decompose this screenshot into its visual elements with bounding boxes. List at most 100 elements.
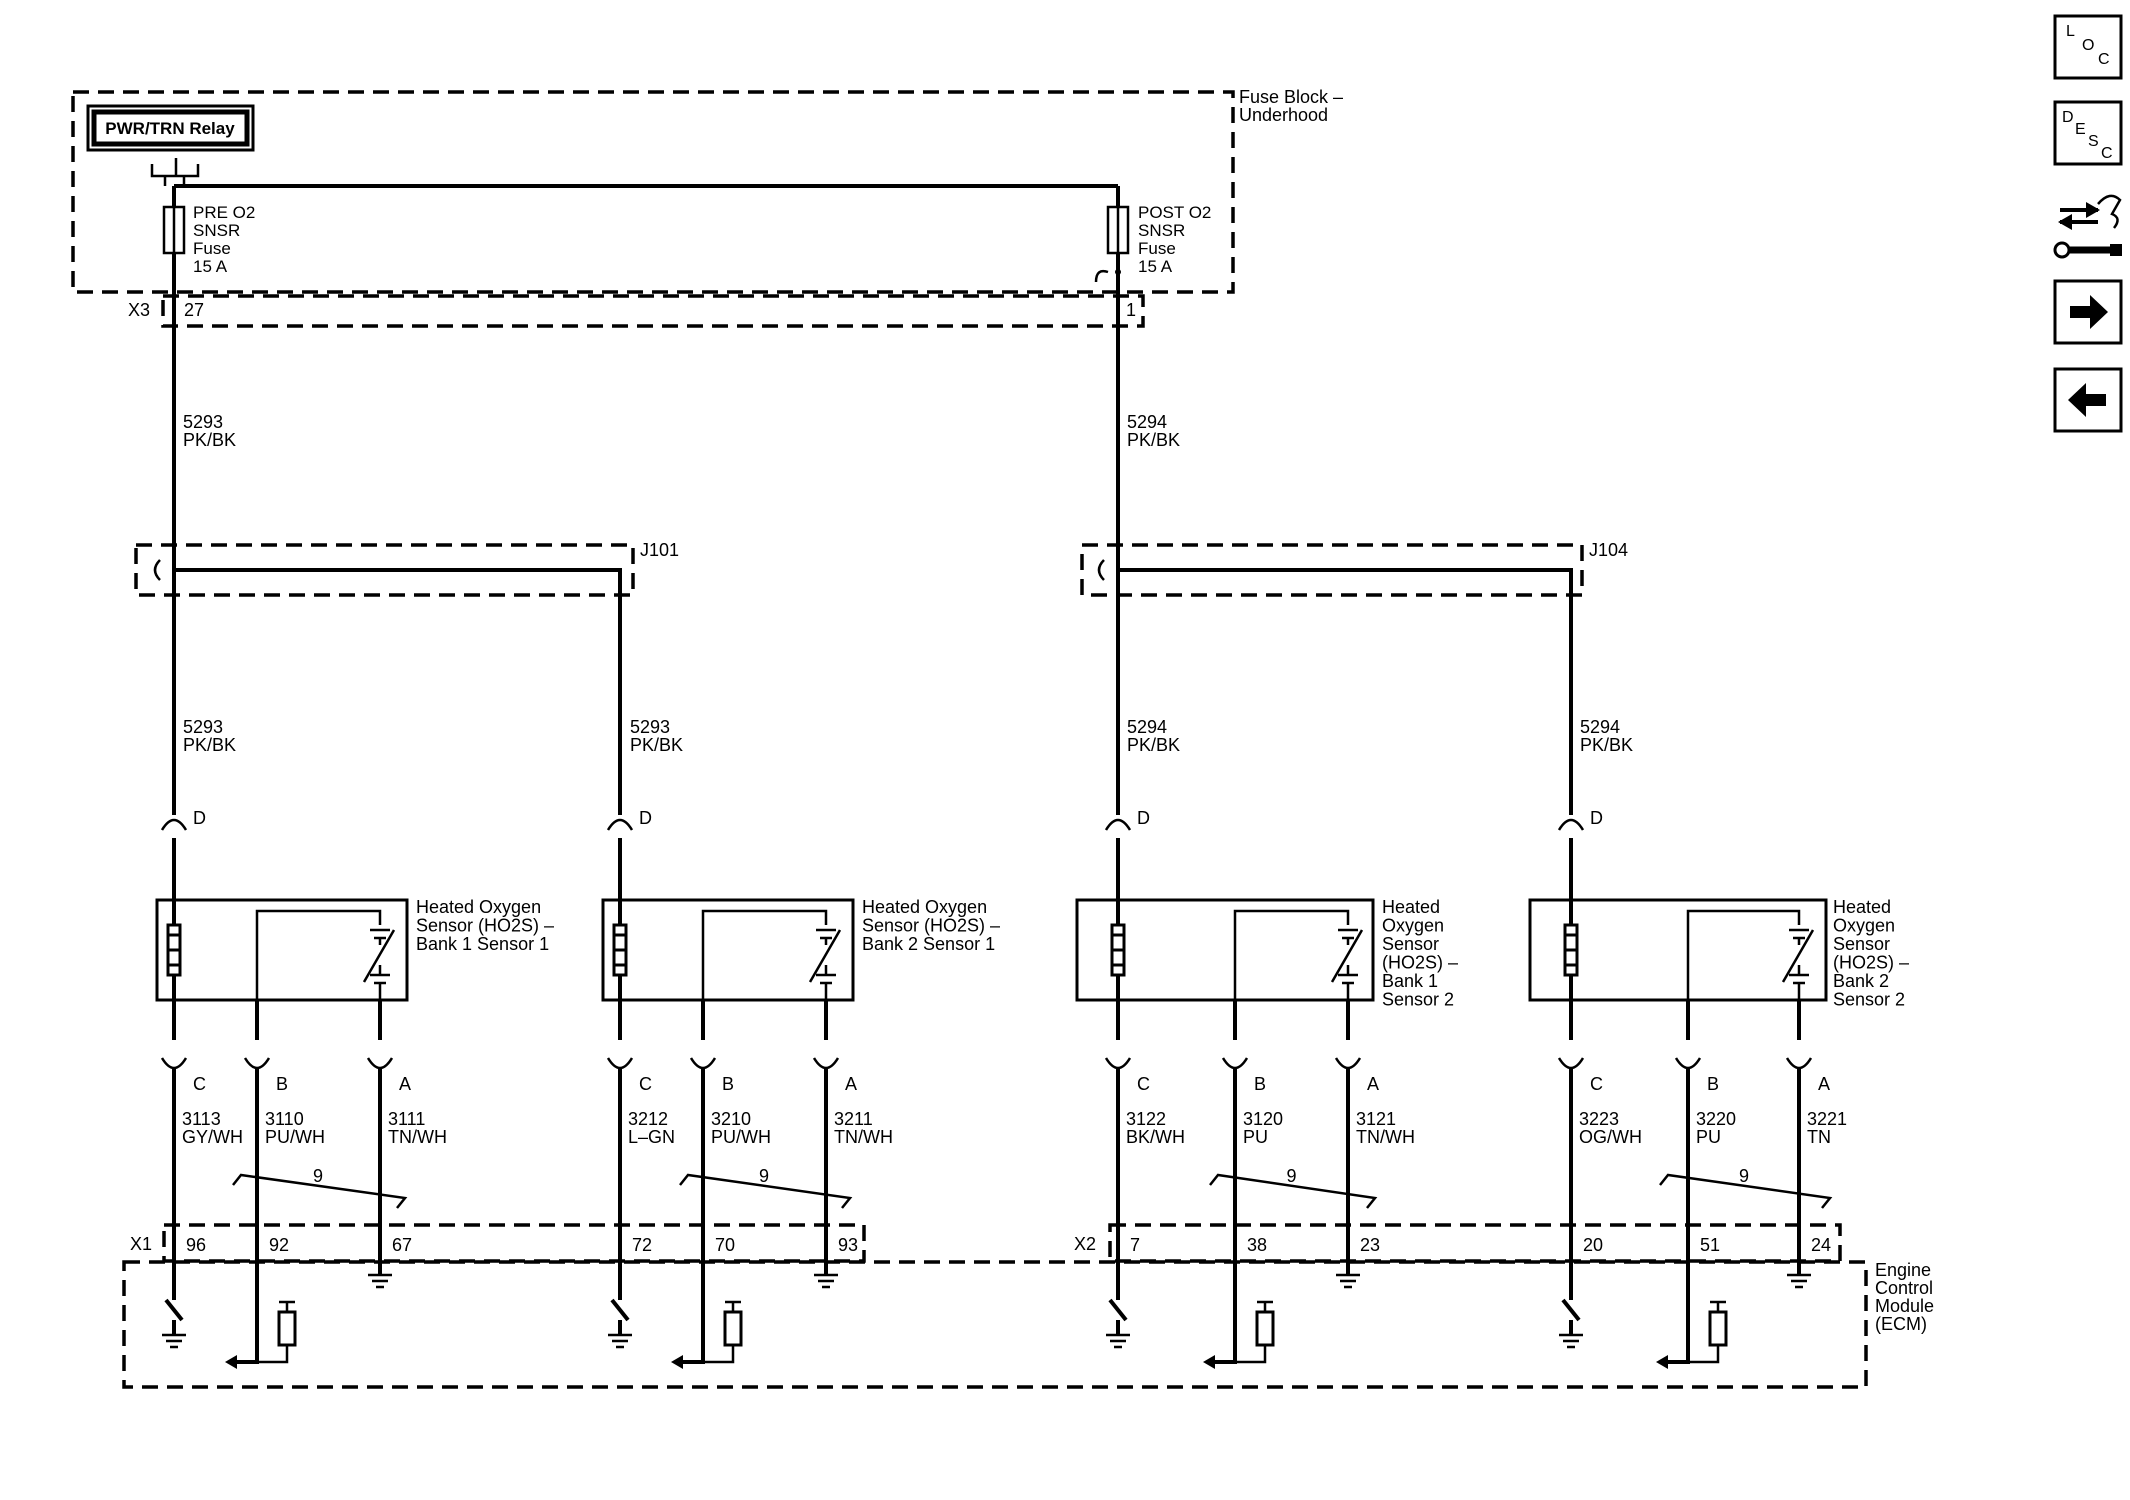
desc-letter-3: S <box>2088 133 2099 150</box>
ecm-signal-line <box>1215 1240 1237 1364</box>
wire-color: BK/WH <box>1126 1127 1185 1147</box>
wire-color: PU <box>1243 1127 1268 1147</box>
wire-circuit: 3121 <box>1356 1109 1396 1129</box>
fuse2-line-2: SNSR <box>1138 221 1185 240</box>
ecm-pin-number: 20 <box>1583 1235 1603 1255</box>
ecm-name-3: Module <box>1875 1296 1934 1316</box>
arrow-icon <box>225 1355 237 1369</box>
wire-circuit: 3223 <box>1579 1109 1619 1129</box>
twisted-pair-marker <box>679 1173 853 1209</box>
ground-icon <box>814 1273 838 1289</box>
arrow-right-icon[interactable] <box>2053 279 2123 345</box>
pin-connector <box>243 1057 271 1070</box>
sensor-name-line: Sensor <box>1833 934 1890 954</box>
ecm-pin-number: 93 <box>838 1235 858 1255</box>
fuse-block-title-2: Underhood <box>1239 105 1328 125</box>
ecm-pin-number: 51 <box>1700 1235 1720 1255</box>
feed-1-circuit: 5293 <box>183 717 223 737</box>
wire-color: TN/WH <box>388 1127 447 1147</box>
twisted-pair-marker <box>232 1173 408 1209</box>
wire-5294-circuit: 5294 <box>1127 412 1167 432</box>
pin-connector <box>1674 1057 1702 1070</box>
sensor-name-line: Bank 1 Sensor 1 <box>416 934 549 954</box>
twist-count: 9 <box>1287 1166 1297 1186</box>
fuse1-line-2: SNSR <box>193 221 240 240</box>
sensor1-pin-d: D <box>193 808 206 828</box>
sensor-box <box>601 898 855 1002</box>
wire-circuit: 3122 <box>1126 1109 1166 1129</box>
ecm-signal-line <box>683 1240 705 1364</box>
sensor-name-line: Heated <box>1382 897 1440 917</box>
loc-letter-2: O <box>2082 37 2094 54</box>
ecm-pin-number: 92 <box>269 1235 289 1255</box>
sensor-name-line: (HO2S) – <box>1833 953 1909 973</box>
wire-5293-circuit: 5293 <box>183 412 223 432</box>
ecm-pin-number: 23 <box>1360 1235 1380 1255</box>
sensor2-pin-d: D <box>639 808 652 828</box>
pin-letter: C <box>1590 1074 1603 1094</box>
wire-color: L–GN <box>628 1127 675 1147</box>
ground-icon <box>1559 1333 1583 1349</box>
ecm-signal-line <box>237 1240 259 1364</box>
wire-circuit: 3120 <box>1243 1109 1283 1129</box>
ground-icon <box>1106 1333 1130 1349</box>
ecm-switch <box>1561 1240 1581 1335</box>
arrow-left-icon[interactable] <box>2053 367 2123 433</box>
feed-3-color: PK/BK <box>1127 735 1180 755</box>
feed-2-color: PK/BK <box>630 735 683 755</box>
arrow-icon <box>1203 1355 1215 1369</box>
twisted-pair-marker <box>1659 1173 1833 1209</box>
splice-j104-label: J104 <box>1589 540 1628 560</box>
twist-count: 9 <box>313 1166 323 1186</box>
twist-count: 9 <box>1739 1166 1749 1186</box>
pin-letter: A <box>1367 1074 1379 1094</box>
pin-connector <box>366 1057 394 1070</box>
sensing-element <box>1330 928 1364 1000</box>
schematic-wrench-icon[interactable] <box>2053 194 2122 259</box>
fuse2-line-1: POST O2 <box>1138 203 1211 222</box>
wire-circuit: 3113 <box>182 1109 221 1129</box>
arrow-icon <box>671 1355 683 1369</box>
wire-circuit: 3220 <box>1696 1109 1736 1129</box>
fuse1-line-4: 15 A <box>193 257 228 276</box>
loc-letter-3: C <box>2098 51 2110 68</box>
desc-letter-1: D <box>2062 109 2074 126</box>
ecm-switch <box>164 1240 184 1335</box>
pin-connector <box>689 1057 717 1070</box>
fuse2-line-3: Fuse <box>1138 239 1176 258</box>
ecm-signal-line <box>1668 1240 1690 1364</box>
sensor-name-line: Oxygen <box>1833 916 1895 936</box>
signal-loop <box>1233 909 1350 1000</box>
feed-4-color: PK/BK <box>1580 735 1633 755</box>
desc-button[interactable]: D E S C <box>2053 100 2123 166</box>
sensor-name-line: Heated <box>1833 897 1891 917</box>
fuse-post-o2: POST O2 SNSR Fuse 15 A <box>1094 186 1211 283</box>
wire-circuit: 3211 <box>834 1109 873 1129</box>
sensor-pin-d-row: D D D D <box>160 808 1603 900</box>
connector-x2-label: X2 <box>1074 1234 1096 1254</box>
ecm-switch <box>610 1240 630 1335</box>
ecm-pin-number: 67 <box>392 1235 412 1255</box>
pin-letter: B <box>1707 1074 1719 1094</box>
fuse1-line-1: PRE O2 <box>193 203 255 222</box>
sensor-name-line: Oxygen <box>1382 916 1444 936</box>
resistor-icon <box>1708 1310 1728 1347</box>
sensor-name-line: Heated Oxygen <box>862 897 987 917</box>
ground-icon <box>1336 1273 1360 1289</box>
ground-icon <box>162 1333 186 1349</box>
pin-letter: B <box>276 1074 288 1094</box>
ecm-pin-number: 38 <box>1247 1235 1267 1255</box>
wire-circuit: 3212 <box>628 1109 668 1129</box>
sensor-name-line: Sensor 2 <box>1833 990 1905 1010</box>
resistor-icon <box>1255 1310 1275 1347</box>
ecm-name-1: Engine <box>1875 1260 1931 1280</box>
sensor3-pin-d: D <box>1137 808 1150 828</box>
sensing-element <box>362 928 396 1000</box>
fuse-pre-o2: PRE O2 SNSR Fuse 15 A <box>162 186 255 276</box>
loc-button[interactable]: L O C <box>2053 14 2123 80</box>
wire-color: PU <box>1696 1127 1721 1147</box>
relay-label: PWR/TRN Relay <box>105 119 235 138</box>
